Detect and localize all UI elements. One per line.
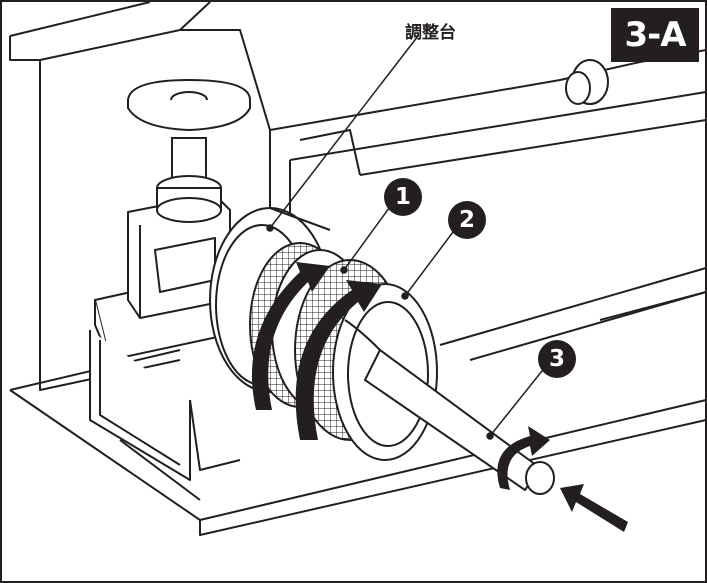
rotation-arrows xyxy=(251,262,550,490)
rod xyxy=(344,319,555,495)
step-badge: 3-A xyxy=(611,8,699,62)
marker-3: 3 xyxy=(538,340,576,378)
marker-2: 2 xyxy=(448,201,486,239)
marker-1: 1 xyxy=(384,178,422,216)
push-arrow-icon xyxy=(560,484,628,532)
adjust-screw xyxy=(126,78,252,223)
leader-lines xyxy=(266,35,547,440)
bracket xyxy=(89,194,251,481)
housing-knob xyxy=(565,59,609,105)
adjuster-label: 調整台 xyxy=(405,23,456,43)
